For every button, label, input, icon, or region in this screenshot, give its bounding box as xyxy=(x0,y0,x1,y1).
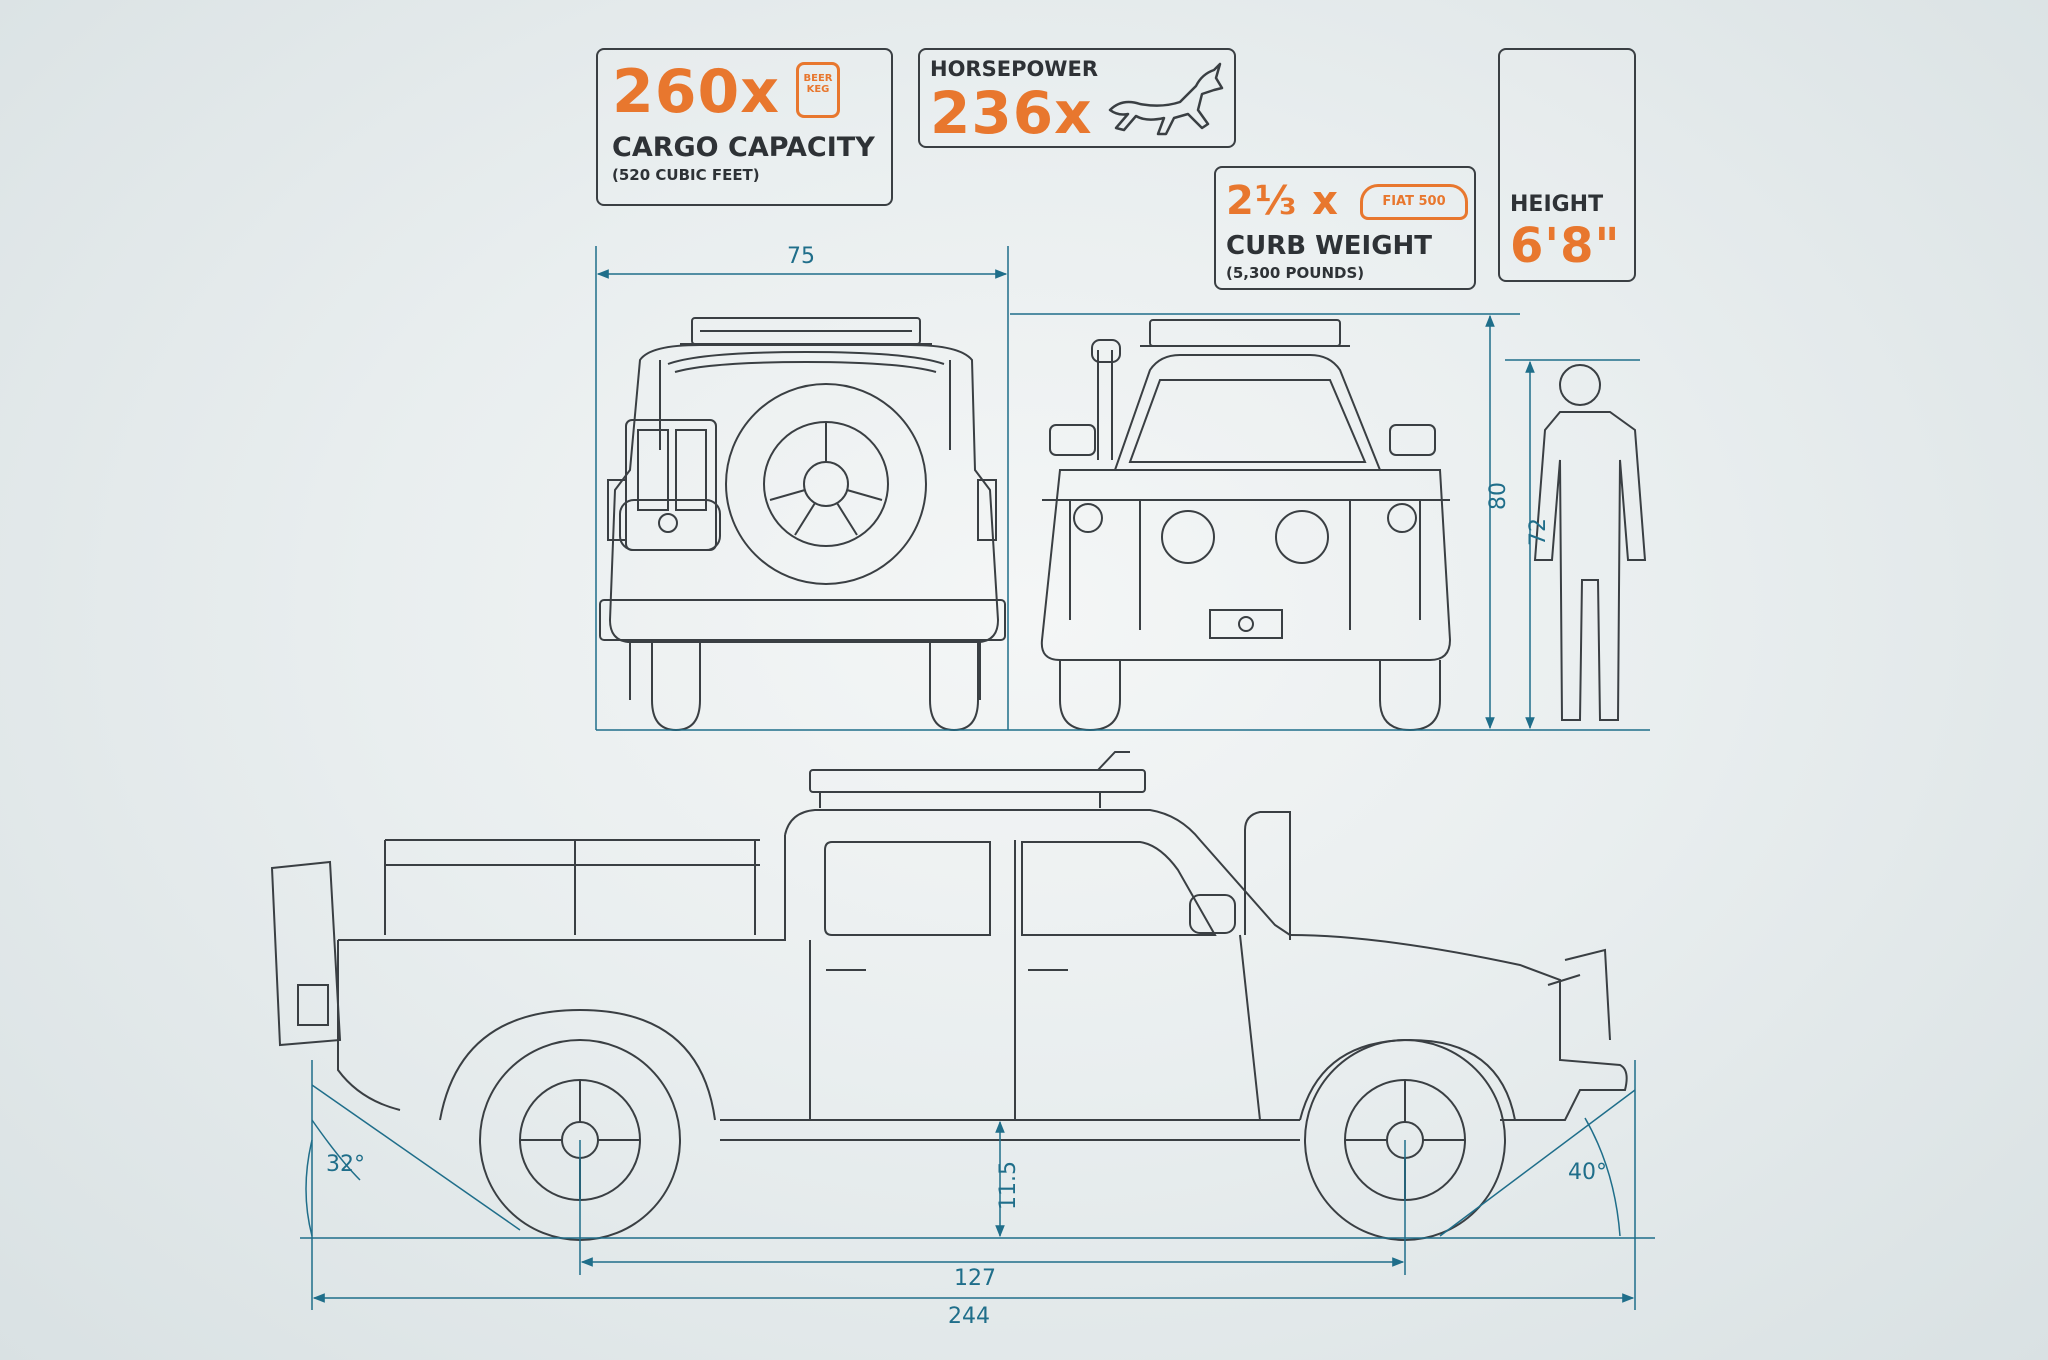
person-silhouette xyxy=(1533,364,1647,721)
cargo-title: CARGO CAPACITY xyxy=(612,132,875,163)
side-view-drawing xyxy=(270,751,1628,1241)
height-label: HEIGHT xyxy=(1510,192,1604,217)
curb-weight-box: 2⅓ x FIAT 500 CURB WEIGHT (5,300 POUNDS) xyxy=(1214,166,1476,290)
overall-length-label: 244 xyxy=(948,1304,990,1329)
height-box: HEIGHT 6'8" xyxy=(1498,48,1636,282)
person-height-label: 72 xyxy=(1526,518,1551,546)
cargo-subtitle: (520 CUBIC FEET) xyxy=(612,166,760,184)
departure-angle-label: 32° xyxy=(326,1152,365,1177)
curb-weight-multiplier: 2⅓ x xyxy=(1226,178,1339,224)
cargo-capacity-box: 260x BEER KEG CARGO CAPACITY (520 CUBIC … xyxy=(596,48,893,206)
curb-weight-title: CURB WEIGHT xyxy=(1226,231,1433,261)
horsepower-box: HORSEPOWER 236x xyxy=(918,48,1236,148)
horsepower-label: HORSEPOWER xyxy=(930,57,1098,81)
dimension-lines xyxy=(300,246,1655,1310)
rear-width-label: 75 xyxy=(787,244,815,269)
wheelbase-label: 127 xyxy=(954,1266,996,1291)
rear-view-drawing xyxy=(599,317,1006,732)
beer-keg-icon-label: BEER KEG xyxy=(803,73,833,95)
curb-weight-subtitle: (5,300 POUNDS) xyxy=(1226,264,1365,282)
horse-icon xyxy=(1108,62,1224,136)
fiat-500-icon: FIAT 500 xyxy=(1360,184,1468,220)
beer-keg-icon: BEER KEG xyxy=(796,62,840,118)
approach-angle-label: 40° xyxy=(1568,1160,1607,1185)
fiat-500-label: FIAT 500 xyxy=(1382,194,1446,209)
front-view-drawing xyxy=(1040,319,1452,732)
height-value: 6'8" xyxy=(1510,218,1621,274)
cargo-multiplier: 260x xyxy=(612,57,780,127)
horsepower-multiplier: 236x xyxy=(930,79,1093,147)
vehicle-height-label: 80 xyxy=(1486,482,1511,510)
ground-clearance-label: 11.5 xyxy=(996,1161,1021,1210)
